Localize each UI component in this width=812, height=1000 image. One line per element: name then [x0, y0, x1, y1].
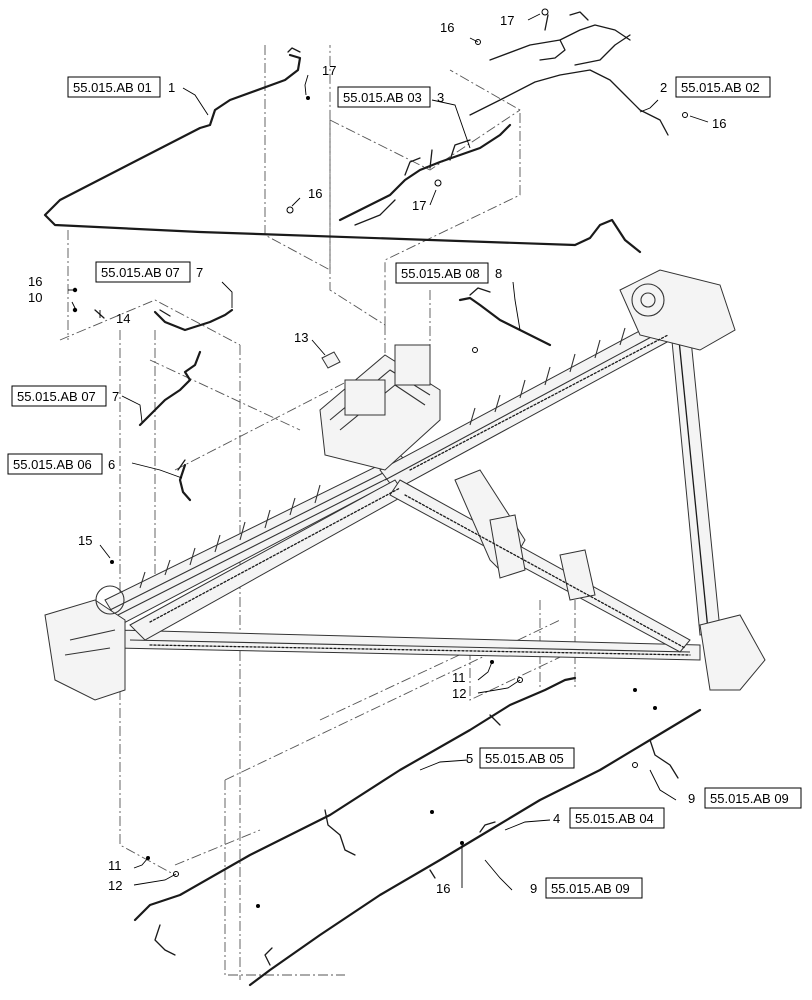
- item-number-5: 5: [466, 751, 473, 766]
- ref-box-3[interactable]: 55.015.AB 03: [337, 86, 431, 108]
- ref-box-9-bottom[interactable]: 55.015.AB 09: [545, 877, 643, 899]
- harness-3: [338, 123, 512, 226]
- item-number-17-left: 17: [322, 63, 336, 78]
- ref-box-8[interactable]: 55.015.AB 08: [395, 262, 489, 284]
- item-number-6: 6: [108, 457, 115, 472]
- clip-17-center: [434, 179, 442, 187]
- item-number-12-lower: 12: [108, 878, 122, 893]
- tine-row-left: [139, 484, 321, 589]
- ref-box-7-upper[interactable]: 55.015.AB 07: [95, 261, 191, 283]
- svg-text:55.015.AB 07: 55.015.AB 07: [17, 389, 96, 404]
- ref-box-7-lower[interactable]: 55.015.AB 07: [11, 385, 107, 407]
- clip-17-left: [306, 96, 310, 100]
- tine-row-right: [469, 327, 626, 426]
- item-number-13: 13: [294, 330, 308, 345]
- svg-text:55.015.AB 04: 55.015.AB 04: [575, 811, 654, 826]
- item-number-14: 14: [116, 311, 130, 326]
- svg-text:55.015.AB 01: 55.015.AB 01: [73, 80, 152, 95]
- ref-box-9-right[interactable]: 55.015.AB 09: [704, 787, 802, 809]
- svg-text:55.015.AB 05: 55.015.AB 05: [485, 751, 564, 766]
- clip-harness-8: [472, 347, 478, 353]
- ref-box-4[interactable]: 55.015.AB 04: [569, 807, 665, 829]
- connector-13: [321, 351, 341, 369]
- item-number-11-upper: 11: [452, 670, 466, 685]
- item-number-4: 4: [553, 811, 560, 826]
- svg-text:55.015.AB 07: 55.015.AB 07: [101, 265, 180, 280]
- harness-1: [43, 47, 642, 254]
- harness-2: [469, 11, 669, 136]
- clip-9-upper: [632, 762, 638, 768]
- clip-16-left: [72, 287, 78, 293]
- clip-15: [110, 560, 114, 564]
- svg-text:55.015.AB 08: 55.015.AB 08: [401, 266, 480, 281]
- harness-8: [458, 287, 552, 347]
- clip-bottom-center: [430, 810, 434, 814]
- leader-lines: [68, 13, 709, 891]
- svg-text:55.015.AB 06: 55.015.AB 06: [13, 457, 92, 472]
- item-number-11-lower: 11: [108, 858, 122, 873]
- screw-14: [94, 309, 105, 319]
- item-number-16-left: 16: [28, 274, 42, 289]
- hardware-clips: [72, 8, 688, 908]
- item-number-7-upper: 7: [196, 265, 203, 280]
- item-number-12-upper: 12: [452, 686, 466, 701]
- clip-bottom-left: [256, 904, 260, 908]
- svg-text:55.015.AB 03: 55.015.AB 03: [343, 90, 422, 105]
- harness-6: [177, 459, 192, 502]
- item-number-17-center: 17: [412, 198, 426, 213]
- clip-16-center: [286, 206, 294, 214]
- harness-4: [248, 708, 702, 987]
- svg-text:55.015.AB 09: 55.015.AB 09: [710, 791, 789, 806]
- item-number-16-bottom: 16: [436, 881, 450, 896]
- item-number-1: 1: [168, 80, 175, 95]
- ref-box-2[interactable]: 55.015.AB 02: [675, 76, 771, 98]
- ref-box-5[interactable]: 55.015.AB 05: [479, 747, 575, 769]
- clip-17-top: [541, 8, 549, 16]
- item-number-7-lower: 7: [112, 389, 119, 404]
- item-number-16-top: 16: [440, 20, 454, 35]
- harness-7-lower: [138, 350, 202, 427]
- item-number-16-center: 16: [308, 186, 322, 201]
- harness-5: [133, 676, 577, 956]
- clip-bottom-right: [633, 688, 637, 692]
- item-number-9-right: 9: [688, 791, 695, 806]
- machine-frame: [44, 269, 766, 701]
- clip-16-right: [682, 112, 688, 118]
- item-number-2: 2: [660, 80, 667, 95]
- item-number-15: 15: [78, 533, 92, 548]
- item-number-17-top: 17: [500, 13, 514, 28]
- ref-box-6[interactable]: 55.015.AB 06: [7, 453, 103, 475]
- item-number-16-right: 16: [712, 116, 726, 131]
- item-number-3: 3: [437, 90, 444, 105]
- svg-text:55.015.AB 02: 55.015.AB 02: [681, 80, 760, 95]
- clip-bottom-right-2: [653, 706, 657, 710]
- item-numbers: 1 2 3 4 5 6 7 7 8 9 9 10 11 11 12 12 13 …: [28, 13, 726, 896]
- ref-box-1[interactable]: 55.015.AB 01: [67, 76, 161, 98]
- harness-7-upper: [153, 308, 234, 332]
- svg-text:55.015.AB 09: 55.015.AB 09: [551, 881, 630, 896]
- item-number-8: 8: [495, 266, 502, 281]
- item-number-10: 10: [28, 290, 42, 305]
- clip-10: [72, 307, 78, 313]
- item-number-9-bottom: 9: [530, 881, 537, 896]
- clip-16-bottom: [460, 841, 464, 845]
